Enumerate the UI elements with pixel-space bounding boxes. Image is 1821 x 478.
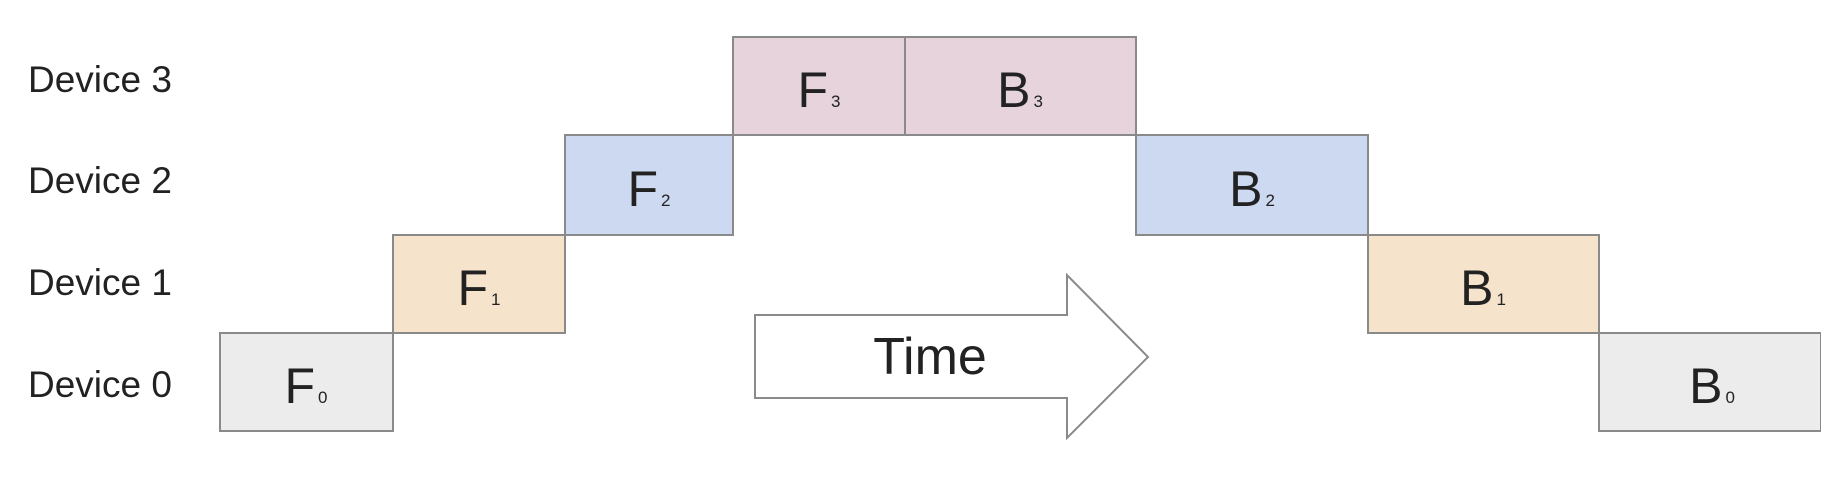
block-b2-letter: B — [1229, 161, 1262, 217]
block-b1-subscript: 1 — [1496, 290, 1505, 309]
block-f3-subscript: 3 — [831, 92, 840, 111]
block-f3-box — [732, 36, 906, 136]
block-f2-letter: F — [627, 161, 658, 217]
block-f2-box — [564, 134, 734, 236]
block-b1-box — [1367, 234, 1600, 334]
block-b3-box — [904, 36, 1137, 136]
block-f1-box — [392, 234, 566, 334]
block-f3-letter: F — [797, 62, 828, 118]
device-3-label: Device 3 — [28, 59, 172, 100]
time-arrow-shape — [754, 272, 1150, 441]
time-arrow-label: Time — [873, 328, 987, 386]
block-b2-subscript: 2 — [1265, 191, 1274, 210]
device-0-label: Device 0 — [28, 364, 172, 405]
device-1-label: Device 1 — [28, 262, 172, 303]
block-b0-subscript: 0 — [1725, 388, 1734, 407]
block-f0-box — [219, 332, 394, 432]
block-f0-subscript: 0 — [318, 388, 327, 407]
block-f1-letter: F — [457, 260, 488, 316]
block-f2-subscript: 2 — [661, 191, 670, 210]
block-b3-subscript: 3 — [1033, 92, 1042, 111]
device-2-label: Device 2 — [28, 160, 172, 201]
block-b1-letter: B — [1460, 260, 1493, 316]
block-b2-box — [1135, 134, 1369, 236]
time-arrow: Time — [754, 272, 1150, 441]
block-f0-letter: F — [284, 358, 315, 414]
block-b0-box — [1598, 332, 1821, 432]
block-b3-letter: B — [997, 62, 1030, 118]
block-b0-letter: B — [1689, 358, 1722, 414]
block-f1-subscript: 1 — [491, 290, 500, 309]
